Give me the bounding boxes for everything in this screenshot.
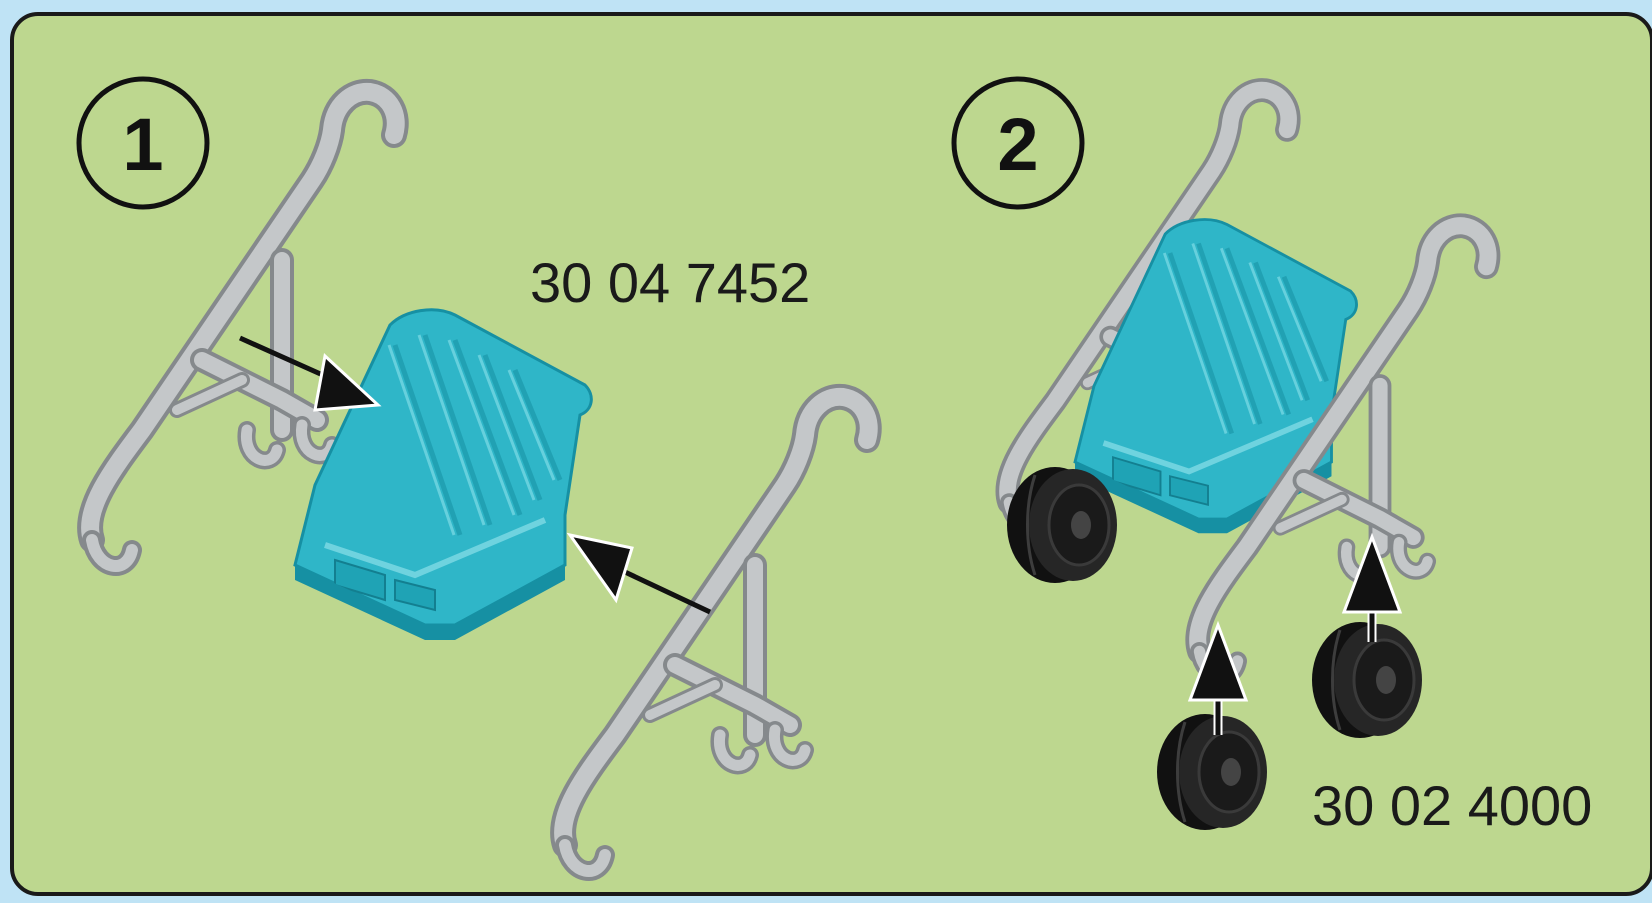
step-1-part-number: 30 04 7452 [530,251,810,314]
step-1-number: 1 [122,103,163,186]
wheel-front-icon [1157,714,1267,830]
step-2-part-number: 30 02 4000 [1312,774,1592,837]
wheel-mounted-icon [1007,467,1117,583]
wheel-rear-icon [1312,622,1422,738]
step-2-number: 2 [997,103,1038,186]
